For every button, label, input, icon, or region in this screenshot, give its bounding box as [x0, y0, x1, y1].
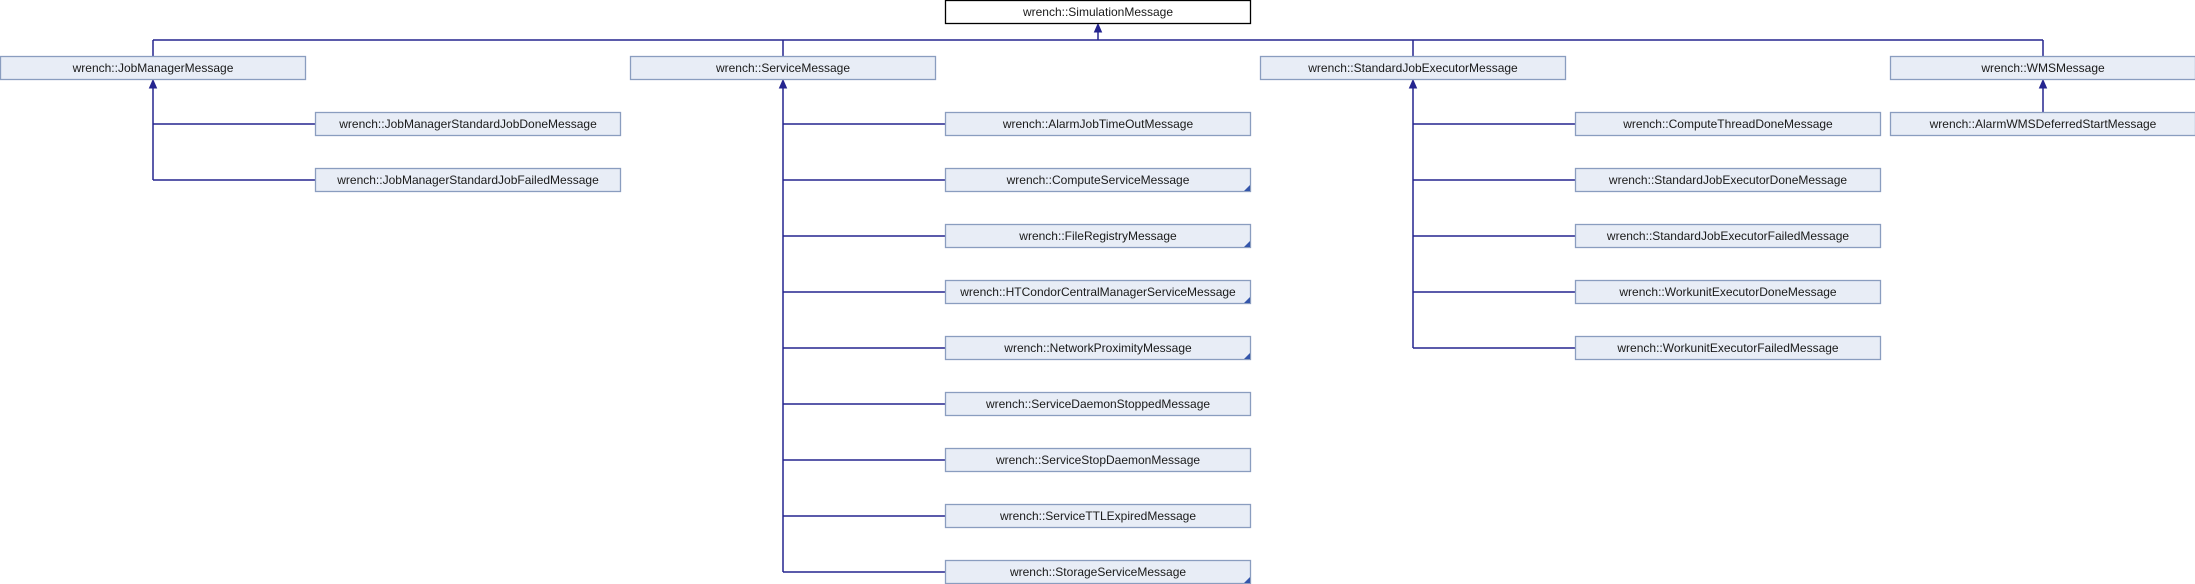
group-inheritance-arrow — [1408, 78, 1418, 89]
node-sje[interactable]: wrench::StandardJobExecutorMessage — [1259, 55, 1567, 81]
node-svc3[interactable]: wrench::FileRegistryMessage — [944, 223, 1252, 249]
group-inheritance-arrow — [148, 78, 158, 89]
node-sje3-label: wrench::StandardJobExecutorFailedMessage — [1606, 229, 1849, 243]
node-svc4-box — [944, 279, 1252, 305]
collapsed-subtree-marker — [1244, 353, 1250, 359]
node-svc1-label: wrench::AlarmJobTimeOutMessage — [1002, 117, 1194, 131]
node-svc-box — [629, 55, 937, 81]
node-svc4[interactable]: wrench::HTCondorCentralManagerServiceMes… — [944, 279, 1252, 305]
node-sje2-label: wrench::StandardJobExecutorDoneMessage — [1608, 173, 1847, 187]
node-jm2-box — [314, 167, 622, 193]
node-jm2-label: wrench::JobManagerStandardJobFailedMessa… — [336, 173, 599, 187]
node-sje-box — [1259, 55, 1567, 81]
node-sje2[interactable]: wrench::StandardJobExecutorDoneMessage — [1574, 167, 1882, 193]
node-svc6-box — [944, 391, 1252, 417]
node-svc6[interactable]: wrench::ServiceDaemonStoppedMessage — [944, 391, 1252, 417]
node-jm-box — [0, 55, 307, 81]
node-svc3-box — [944, 223, 1252, 249]
node-svc7[interactable]: wrench::ServiceStopDaemonMessage — [944, 447, 1252, 473]
root-inheritance-arrow — [1093, 22, 1103, 33]
node-simulation-message[interactable]: wrench::SimulationMessage — [944, 0, 1252, 25]
node-sje2-box — [1574, 167, 1882, 193]
group-inheritance-arrow — [2038, 78, 2048, 89]
node-sje3-box — [1574, 223, 1882, 249]
node-wms1-box — [1889, 111, 2195, 137]
node-svc2[interactable]: wrench::ComputeServiceMessage — [944, 167, 1252, 193]
node-svc7-box — [944, 447, 1252, 473]
node-wms1-label: wrench::AlarmWMSDeferredStartMessage — [1929, 117, 2157, 131]
node-jm1[interactable]: wrench::JobManagerStandardJobDoneMessage — [314, 111, 622, 137]
node-svc-label: wrench::ServiceMessage — [715, 61, 850, 75]
node-jm[interactable]: wrench::JobManagerMessage — [0, 55, 307, 81]
node-jm1-label: wrench::JobManagerStandardJobDoneMessage — [338, 117, 597, 131]
node-svc2-box — [944, 167, 1252, 193]
node-svc2-label: wrench::ComputeServiceMessage — [1006, 173, 1190, 187]
node-sje4[interactable]: wrench::WorkunitExecutorDoneMessage — [1574, 279, 1882, 305]
collapsed-subtree-marker — [1244, 577, 1250, 583]
node-svc1-box — [944, 111, 1252, 137]
node-svc8-box — [944, 503, 1252, 529]
node-sje1-box — [1574, 111, 1882, 137]
node-svc6-label: wrench::ServiceDaemonStoppedMessage — [985, 397, 1210, 411]
node-sje3[interactable]: wrench::StandardJobExecutorFailedMessage — [1574, 223, 1882, 249]
node-svc4-label: wrench::HTCondorCentralManagerServiceMes… — [959, 285, 1236, 299]
group-inheritance-arrow — [778, 78, 788, 89]
node-simulation-message-box — [944, 0, 1252, 25]
node-svc8[interactable]: wrench::ServiceTTLExpiredMessage — [944, 503, 1252, 529]
node-wms-label: wrench::WMSMessage — [1980, 61, 2105, 75]
node-wms1[interactable]: wrench::AlarmWMSDeferredStartMessage — [1889, 111, 2195, 137]
node-jm1-box — [314, 111, 622, 137]
node-wms-box — [1889, 55, 2195, 81]
node-svc9[interactable]: wrench::StorageServiceMessage — [944, 559, 1252, 584]
node-sje5[interactable]: wrench::WorkunitExecutorFailedMessage — [1574, 335, 1882, 361]
node-jm-label: wrench::JobManagerMessage — [72, 61, 234, 75]
node-wms[interactable]: wrench::WMSMessage — [1889, 55, 2195, 81]
node-simulation-message-label: wrench::SimulationMessage — [1022, 5, 1173, 19]
collapsed-subtree-marker — [1244, 241, 1250, 247]
node-svc9-label: wrench::StorageServiceMessage — [1009, 565, 1186, 579]
node-sje1[interactable]: wrench::ComputeThreadDoneMessage — [1574, 111, 1882, 137]
node-svc7-label: wrench::ServiceStopDaemonMessage — [995, 453, 1200, 467]
node-svc[interactable]: wrench::ServiceMessage — [629, 55, 937, 81]
node-sje4-box — [1574, 279, 1882, 305]
node-sje5-box — [1574, 335, 1882, 361]
node-svc5-box — [944, 335, 1252, 361]
node-sje5-label: wrench::WorkunitExecutorFailedMessage — [1616, 341, 1839, 355]
collapsed-subtree-marker — [1244, 185, 1250, 191]
node-svc5[interactable]: wrench::NetworkProximityMessage — [944, 335, 1252, 361]
node-svc1[interactable]: wrench::AlarmJobTimeOutMessage — [944, 111, 1252, 137]
node-svc5-label: wrench::NetworkProximityMessage — [1003, 341, 1192, 355]
inheritance-edges — [152, 25, 2044, 573]
collapsed-subtree-marker — [1244, 297, 1250, 303]
node-sje-label: wrench::StandardJobExecutorMessage — [1307, 61, 1518, 75]
node-sje4-label: wrench::WorkunitExecutorDoneMessage — [1618, 285, 1837, 299]
node-svc3-label: wrench::FileRegistryMessage — [1018, 229, 1177, 243]
node-sje1-label: wrench::ComputeThreadDoneMessage — [1622, 117, 1833, 131]
node-jm2[interactable]: wrench::JobManagerStandardJobFailedMessa… — [314, 167, 622, 193]
node-svc8-label: wrench::ServiceTTLExpiredMessage — [999, 509, 1196, 523]
